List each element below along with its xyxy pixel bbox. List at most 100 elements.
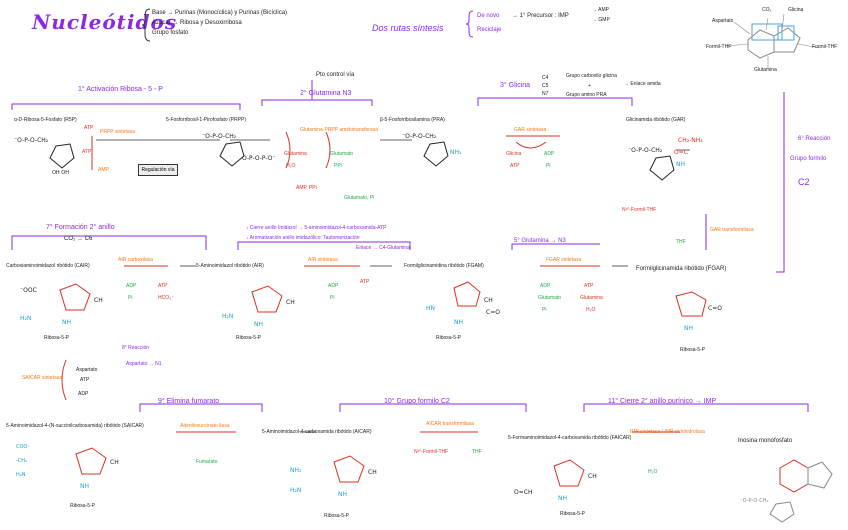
- svg-text:OH OH: OH OH: [52, 170, 69, 176]
- header-brace: [142, 8, 151, 42]
- header-line-base: Base → Purinas (Monocíclica) y Purinas (…: [152, 10, 288, 16]
- molecule-faicar-name: 5-Formaminoimidazol-4-carboxamida ribóti…: [508, 435, 632, 441]
- svg-text:CH: CH: [94, 297, 103, 304]
- molecule-fgar-structure: C=O NH: [675, 291, 722, 332]
- step6-atp-in: ATP: [360, 279, 370, 285]
- header-line-azucar: Azúcar → Ribosa y Desoxirribosa: [152, 20, 242, 26]
- step7-label: 7° Formación 2° anillo: [46, 224, 115, 231]
- faicar-ribosa-label: Ribosa-5-P: [560, 511, 586, 517]
- svg-text:C=O: C=O: [708, 305, 722, 312]
- svg-text:-CH₂: -CH₂: [16, 458, 27, 464]
- step3-c4: C4: [542, 75, 549, 81]
- step7-pi-out: Pi: [128, 295, 133, 301]
- svg-text:O-P-O-P-O⁻: O-P-O-P-O⁻: [242, 155, 276, 162]
- r5p-amp-out: AMP: [98, 167, 109, 173]
- svg-text:⁻O-P-O-CH₂: ⁻O-P-O-CH₂: [628, 147, 663, 154]
- step2-ppi-out: PPi: [334, 163, 342, 169]
- step8-adp-out: ADP: [78, 391, 89, 397]
- saicar-ribosa-label: Ribosa-5-P: [70, 503, 96, 509]
- step4-thf-out: THF: [676, 239, 686, 245]
- svg-text:NH: NH: [80, 483, 89, 490]
- step6-c2: C2: [798, 177, 810, 187]
- step6-sub: Grupo formilo: [790, 156, 827, 162]
- step2-label: 2° Glutamina N3: [300, 90, 352, 97]
- step8-aspartato-in: Aspartato: [76, 367, 98, 373]
- adenilosuccinato-liasa-enzyme: Adenilosuccinato liasa: [180, 423, 230, 429]
- step10-thf-out: THF: [472, 449, 482, 455]
- svg-text:NH₂: NH₂: [290, 467, 302, 474]
- amidotransferasa-enzyme: Glutamina-PRPP amidotransferasa: [300, 127, 378, 133]
- reciclaje-label: Reciclaje: [477, 27, 502, 33]
- step8-side-sub: Aspartato → N1: [126, 361, 162, 367]
- step5-glutamina-in: Glutamina: [580, 295, 603, 301]
- molecule-air-name: 5-Aminoimidazol ribótido (AIR): [196, 263, 264, 269]
- molecule-fgar-name: Formilglicinamida ribótido (FGAR): [636, 266, 727, 272]
- molecule-imp-structure: ⁻O-P-O-CH₂: [740, 459, 833, 523]
- step5-pi-out: Pi: [542, 307, 547, 313]
- step2-glutamato-out: Glutamato: [330, 151, 354, 157]
- dos-rutas-label: Dos rutas síntesis: [372, 23, 444, 33]
- step11-label: 11° Cierre 2° anillo purínico → IMP: [608, 398, 717, 405]
- step5-glutamato-out: Glutamato: [538, 295, 562, 301]
- svg-text:O=CH: O=CH: [514, 489, 532, 496]
- molecule-saicar-name: 5-Aminoimidazol-4-(N-succinilcarboxamida…: [6, 423, 144, 429]
- step3-adp-out: ADP: [544, 151, 555, 157]
- step3-pi-out: Pi: [546, 163, 551, 169]
- step2-glutamato-pi: Glutamato, Pi: [344, 195, 375, 201]
- de-novo-label: De novo: [477, 13, 500, 19]
- step3-glicina-in: Glicina: [506, 151, 522, 157]
- svg-text:H₂N: H₂N: [222, 313, 233, 320]
- svg-text:⁻O-P-O-CH₂: ⁻O-P-O-CH₂: [740, 498, 769, 504]
- step5-atp-in: ATP: [584, 283, 594, 289]
- svg-text:⁻O-P-O-CH₂: ⁻O-P-O-CH₂: [14, 137, 49, 144]
- molecule-prpp-structure: ⁻O-P-O-CH₂ O-P-O-P-O⁻: [202, 133, 276, 167]
- molecule-fgam-name: Formilglicinamidina ribótido (FGAM): [404, 263, 484, 269]
- svg-text:NH: NH: [62, 319, 71, 326]
- molecule-r5p-structure: ⁻O-P-O-CH₂ OH OH: [14, 137, 75, 176]
- step8-side-label: 8° Reacción: [122, 345, 150, 351]
- step8-atp-in: ATP: [80, 377, 90, 383]
- svg-text:⁻O-P-O-CH₂: ⁻O-P-O-CH₂: [202, 133, 237, 140]
- molecule-gar-name: Glicinamida ribótido (GAR): [626, 117, 686, 123]
- step8-aromatizacion-note: ↓ Aromatización anillo imidazólico: Taut…: [246, 235, 360, 241]
- molecule-r5p-name: α-D-Ribosa-5-Fosfato (R5P): [14, 117, 77, 123]
- ring-formil-thf-right: Formil-THF: [812, 44, 838, 50]
- step3-grupo-amino: Grupo amino PRA: [566, 92, 607, 98]
- svg-text:NH: NH: [558, 495, 567, 502]
- cair-ribosa-label: Ribosa-5-P: [44, 335, 70, 341]
- r5p-atp-label: ATP: [84, 125, 94, 131]
- svg-text:HN: HN: [426, 305, 435, 312]
- regulacion-via-box: Regulación vía: [138, 164, 178, 176]
- molecule-aicar-name: 5-Aminoimidazol-4-carboxamida ribótido (…: [262, 429, 372, 435]
- svg-text:⁻OOC: ⁻OOC: [20, 287, 37, 294]
- gar-transformilasa-enzyme: GAR transformilasa: [710, 227, 754, 233]
- step5-label: 5° Glutamina → N3: [514, 238, 566, 244]
- step3-enlace-amida: → Enlace amida: [624, 81, 661, 87]
- air-ribosa-label: Ribosa-5-P: [236, 335, 262, 341]
- precursor-label: → 1° Precursor : IMP: [512, 13, 569, 19]
- step6-label: 6° Reacción: [798, 136, 831, 142]
- step2-control-note: Pto control vía: [316, 72, 355, 78]
- svg-text:CH: CH: [110, 459, 119, 466]
- air-carboxilasa-enzyme: AIR carboxilasa: [118, 257, 154, 263]
- molecule-cair-name: Carboxiaminoimidazol ribótido (CAIR): [6, 263, 90, 269]
- step6-pi-out: Pi: [330, 295, 335, 301]
- page-title: Nucleótidos: [32, 10, 178, 34]
- aicar-ribosa-label: Ribosa-5-P: [324, 513, 350, 519]
- svg-text:NH: NH: [676, 161, 685, 168]
- svg-text:C=O: C=O: [486, 309, 500, 316]
- svg-text:O=C: O=C: [674, 149, 688, 156]
- svg-text:NH: NH: [454, 319, 463, 326]
- amp-product: → AMP: [592, 7, 609, 13]
- purine-ring-origin-diagram: [725, 13, 821, 68]
- step3-grupo-carboxilo: Grupo carboxilo glicina: [566, 73, 617, 79]
- svg-text:NH: NH: [254, 321, 263, 328]
- regulacion-via-text: Regulación vía: [141, 167, 175, 173]
- step7-atp-in: ATP: [158, 283, 168, 289]
- step7-sub: CO₂ → C6: [64, 236, 93, 242]
- svg-text:CH₂-NH₂: CH₂-NH₂: [678, 137, 703, 144]
- svg-text:NH: NH: [684, 325, 693, 332]
- svg-text:COO⁻: COO⁻: [16, 444, 30, 450]
- svg-text:NH₂: NH₂: [450, 149, 462, 156]
- svg-text:NH: NH: [338, 491, 347, 498]
